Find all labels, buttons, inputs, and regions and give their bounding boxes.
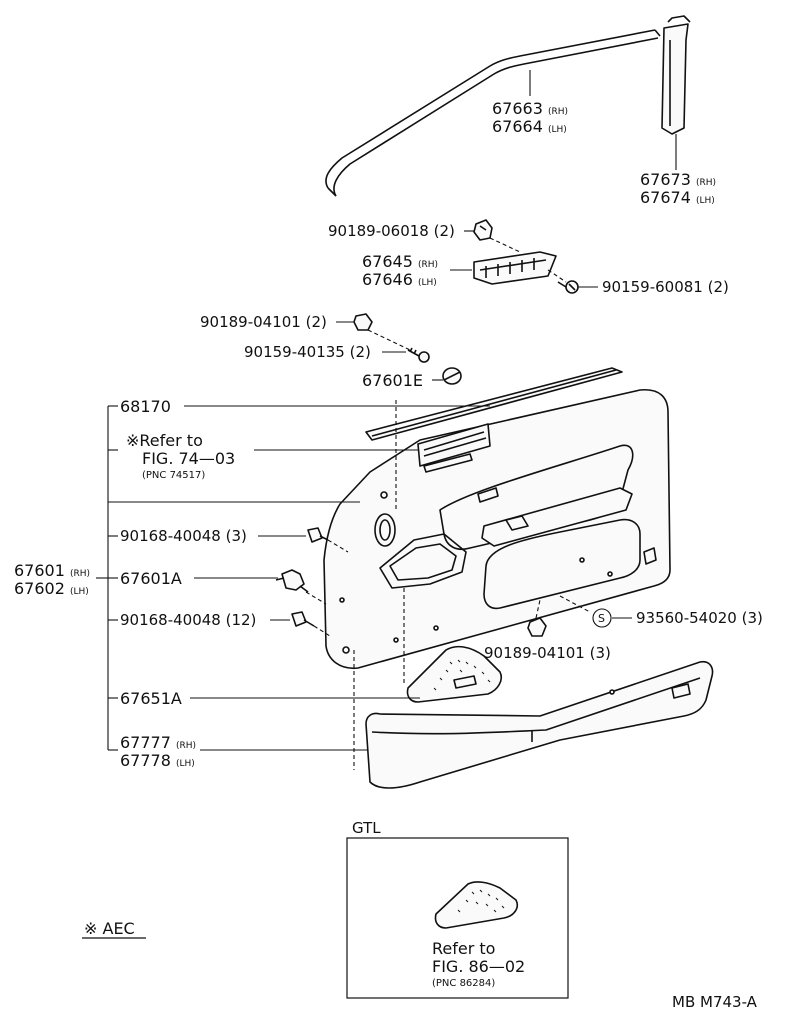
label-67601: 67601 [14, 561, 65, 580]
dash-screw-3 [327, 539, 349, 553]
lower-armrest-panel [365, 660, 714, 789]
label-pnc-74517: (PNC 74517) [142, 470, 205, 481]
label-fig-74-03: FIG. 74—03 [142, 449, 235, 468]
label-67777-rh: (RH) [176, 741, 196, 751]
dash-s-clip [559, 595, 591, 613]
screw-90159-60081 [557, 280, 579, 294]
screw-90168-40048-12 [291, 611, 315, 627]
clip-90189-04101-bottom [527, 617, 547, 637]
label-67674: 67674 [640, 188, 691, 207]
label-90189-04101-top: 90189-04101 (2) [200, 313, 327, 331]
label-67601E: 67601E [362, 371, 423, 390]
dash-clip-to-bracket [489, 237, 521, 253]
s-clip-symbol [592, 608, 612, 628]
dash-clip-67601A [305, 591, 327, 605]
dash-clip-bottom [535, 599, 541, 619]
label-67674-lh: (LH) [696, 196, 715, 206]
label-67601A: 67601A [120, 569, 182, 588]
label-fig-86-02: FIG. 86—02 [432, 957, 525, 976]
label-refer-to-2: Refer to [432, 939, 495, 958]
label-67601-rh: (RH) [70, 569, 90, 579]
label-90159-60081: 90159-60081 (2) [602, 278, 729, 296]
label-67602: 67602 [14, 579, 65, 598]
label-90168-40048-3: 90168-40048 (3) [120, 527, 247, 545]
bracket-67645 [473, 251, 557, 285]
label-67645-rh: (RH) [418, 260, 438, 270]
clip-67601A [275, 569, 309, 593]
label-90159-40135: 90159-40135 (2) [244, 343, 371, 361]
label-aec-note: ※ AEC [84, 919, 135, 938]
label-67673-rh: (RH) [696, 178, 716, 188]
label-67778-lh: (LH) [176, 759, 195, 769]
label-gtl: GTL [352, 819, 381, 837]
door-trim-board [323, 388, 671, 670]
dash-screw-12 [313, 625, 331, 637]
clip-90189-06018 [473, 219, 493, 241]
label-67664: 67664 [492, 117, 543, 136]
label-67663: 67663 [492, 99, 543, 118]
label-67602-lh: (LH) [70, 587, 89, 597]
label-refer-to: ※Refer to [126, 431, 203, 450]
label-68170: 68170 [120, 397, 171, 416]
label-67664-lh: (LH) [548, 125, 567, 135]
label-67777: 67777 [120, 733, 171, 752]
label-67645: 67645 [362, 252, 413, 271]
belt-weatherstrip-68170 [365, 367, 623, 441]
dash-screw-to-bracket [547, 269, 567, 283]
label-pnc-86284: (PNC 86284) [432, 978, 495, 989]
label-67646: 67646 [362, 270, 413, 289]
label-drawing-code: MB M743-A [672, 993, 758, 1011]
gtl-speaker-grille [434, 881, 519, 929]
label-s-mark: S [598, 612, 605, 625]
label-67673: 67673 [640, 170, 691, 189]
cap-67601E [442, 367, 462, 385]
group-bracket-67601 [96, 405, 360, 751]
label-93560-54020: 93560-54020 (3) [636, 609, 763, 627]
label-67646-lh: (LH) [418, 278, 437, 288]
label-67663-rh: (RH) [548, 107, 568, 117]
gtl-inset-box [346, 837, 569, 999]
pillar-garnish [661, 15, 691, 135]
screw-90168-40048-3 [307, 527, 329, 543]
speaker-grille-67651A [406, 645, 503, 703]
label-90168-40048-12: 90168-40048 (12) [120, 611, 256, 629]
dash-clip-top [367, 329, 411, 351]
label-67651A: 67651A [120, 689, 182, 708]
label-67778: 67778 [120, 751, 171, 770]
roof-side-moulding [325, 29, 661, 197]
label-90189-06018: 90189-06018 (2) [328, 222, 455, 240]
clip-90189-04101-top [353, 313, 373, 331]
label-90189-04101-bottom: 90189-04101 (3) [484, 644, 611, 662]
screw-90159-40135 [407, 347, 430, 363]
